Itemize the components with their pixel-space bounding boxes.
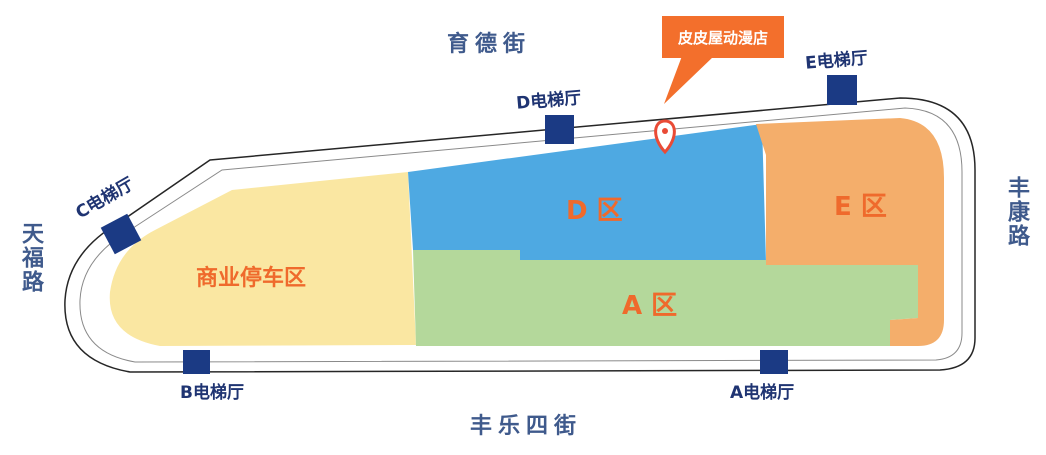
building-inner-outline: [79, 107, 963, 363]
street-north-label: 育德街: [447, 32, 532, 57]
location-pin-dot: [662, 128, 668, 134]
zone-a-area: [413, 250, 918, 346]
street-east-label: 丰康路: [1004, 176, 1029, 248]
zone-d-label: D 区: [566, 196, 623, 226]
zone-e-area: [756, 118, 944, 346]
elevator-b-marker: [183, 350, 210, 374]
street-west-label: 天福路: [18, 222, 43, 294]
elevator-b-label: B电梯厅: [180, 383, 244, 403]
zone-a-label: A 区: [622, 291, 678, 321]
building-outer-outline: [64, 97, 976, 373]
elevator-c-marker: [100, 213, 142, 255]
elevator-a-marker: [760, 350, 788, 374]
zone-parking-area: [109, 172, 417, 346]
elevator-a-label: A电梯厅: [730, 383, 795, 403]
zone-d-area: [408, 124, 766, 262]
location-pin-icon[interactable]: [654, 119, 676, 155]
store-callout-label[interactable]: 皮皮屋动漫店: [662, 16, 784, 58]
street-south-label: 丰乐四街: [470, 414, 583, 439]
zone-e-label: E 区: [834, 192, 887, 222]
elevator-e-marker: [827, 75, 857, 105]
store-callout-pointer: [664, 56, 714, 104]
zone-parking-label: 商业停车区: [196, 266, 307, 291]
elevator-d-marker: [545, 115, 574, 144]
